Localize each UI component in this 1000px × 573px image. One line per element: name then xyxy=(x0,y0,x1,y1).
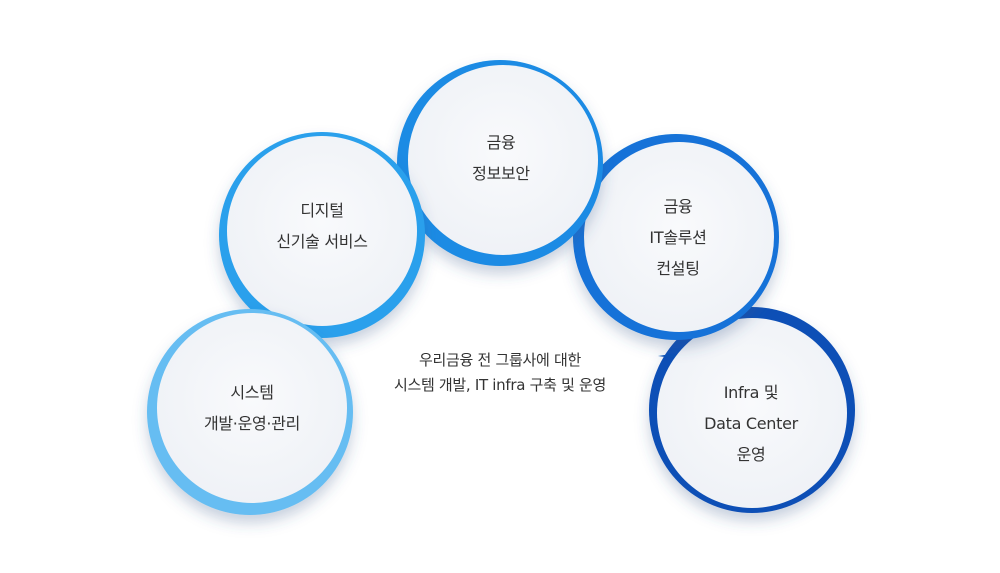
node-consulting-label: 금융 IT솔루션 컨설팅 xyxy=(578,191,778,284)
node-security-disc xyxy=(408,65,598,255)
node-digital-disc xyxy=(227,136,417,326)
node-consulting-line-3: 컨설팅 xyxy=(656,259,700,278)
node-infra-disc xyxy=(657,318,847,508)
node-infra-line-3: 운영 xyxy=(736,445,766,464)
node-infra-line-2: Data Center xyxy=(704,414,798,433)
center-caption-line-2: 시스템 개발, IT infra 구축 및 운영 xyxy=(393,376,607,394)
node-security-label: 금융 정보보안 xyxy=(401,127,601,189)
node-system-label: 시스템 개발·운영·관리 xyxy=(152,377,352,439)
node-digital xyxy=(219,132,425,338)
node-infra-line-1: Infra 및 xyxy=(723,383,779,402)
node-consulting-line-2: IT솔루션 xyxy=(649,228,707,247)
node-security-line-2: 정보보안 xyxy=(472,164,530,183)
center-caption: 우리금융 전 그룹사에 대한 시스템 개발, IT infra 구축 및 운영 xyxy=(360,348,640,398)
node-consulting-line-1: 금융 xyxy=(663,197,693,216)
node-consulting-disc xyxy=(584,142,774,332)
node-system-line-2: 개발·운영·관리 xyxy=(203,414,301,433)
node-infra xyxy=(649,307,855,513)
node-system-disc xyxy=(157,313,347,503)
node-digital-line-2: 신기술 서비스 xyxy=(276,232,368,251)
node-digital-line-1: 디지털 xyxy=(300,201,344,220)
node-security-line-1: 금융 xyxy=(486,133,516,152)
node-consulting xyxy=(573,134,779,340)
node-system-line-1: 시스템 xyxy=(230,383,274,402)
node-infra-label: Infra 및 Data Center 운영 xyxy=(651,377,851,470)
node-system xyxy=(147,309,353,515)
node-digital-label: 디지털 신기술 서비스 xyxy=(222,195,422,257)
center-caption-line-1: 우리금융 전 그룹사에 대한 xyxy=(419,351,581,369)
node-security xyxy=(397,60,603,266)
